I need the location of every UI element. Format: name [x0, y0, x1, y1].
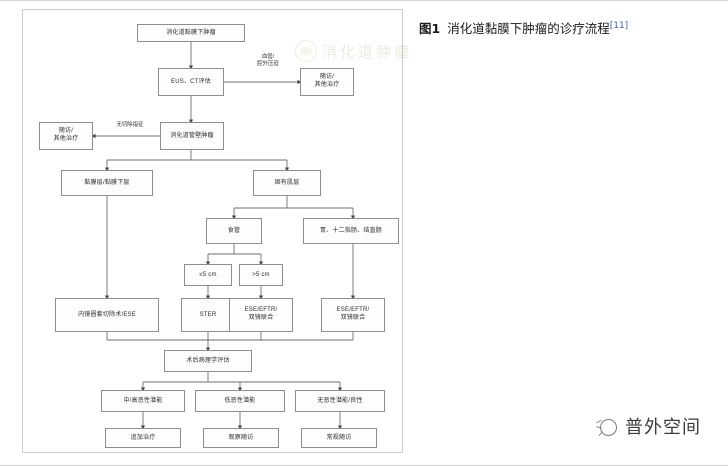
node-ese-eftr-dual-1: ESE/EFTR/ 双镜联合 [229, 298, 293, 332]
node-label: 黏膜层/黏膜下层 [84, 179, 130, 186]
node-label-line1: 随访/ [58, 128, 74, 135]
node-ster: STER [181, 298, 235, 332]
node-followup-other-1: 随访/ 其他治疗 [300, 68, 354, 96]
node-endoscopic-snare-ese: 内镜圈套切除术/ESE [55, 298, 159, 332]
node-postop-pathology: 术后病理学评估 [164, 350, 252, 372]
node-label: 无恶性潜能/良性 [317, 397, 363, 404]
node-label: 食管 [227, 227, 241, 234]
node-esophagus: 食管 [206, 218, 262, 244]
brand-logo-icon [595, 415, 618, 437]
node-low-malignant-potential: 低恶性潜能 [195, 390, 285, 412]
caption-title: 消化道黏膜下肿瘤的诊疗流程 [447, 21, 610, 36]
node-stomach-duodenum-colorectum: 胃、十二指肠、结直肠 [303, 218, 399, 244]
node-label: 消化道管壁肿瘤 [170, 132, 214, 139]
flowchart-canvas: 消化道肿瘤 消化道黏膜下肿瘤 EUS、CT评估 随访/ 其他治疗 消化道管壁肿瘤… [23, 10, 409, 452]
edge-label-vessel-extrinsic-compression: 血管/ 腔外压迫 [239, 54, 297, 68]
edge-label-line1: 血管/ [261, 54, 275, 60]
node-label: 内镜圈套切除术/ESE [78, 311, 136, 318]
node-label-line2: 双镜联合 [340, 315, 366, 321]
node-additional-treatment: 追加治疗 [105, 428, 181, 448]
node-ese-eftr-dual-2: ESE/EFTR/ 双镜联合 [321, 298, 385, 332]
node-label: >5 cm [252, 271, 270, 278]
node-label: 中/高恶性潜能 [123, 397, 163, 404]
node-label-line1: ESE/EFTR/ [336, 307, 370, 314]
node-label: 观察随访 [228, 434, 254, 441]
node-gi-wall-tumor: 消化道管壁肿瘤 [160, 122, 224, 150]
node-size-le-5cm: ≤5 cm [184, 264, 232, 286]
node-label-line2: 双镜联合 [248, 315, 274, 321]
node-label: STER [199, 311, 217, 318]
brand-text: 普外空间 [625, 417, 701, 438]
node-size-gt-5cm: >5 cm [239, 264, 283, 286]
flowchart-connectors [91, 42, 356, 430]
node-label: 常规随访 [326, 434, 352, 441]
caption-reference-link[interactable]: [11] [609, 20, 629, 31]
node-label: EUS、CT评估 [171, 78, 211, 85]
node-label-line2: 其他治疗 [314, 82, 340, 88]
node-routine-followup: 常规随访 [301, 428, 377, 448]
edge-label-line2: 腔外压迫 [257, 60, 279, 67]
node-label: ≤5 cm [199, 271, 217, 278]
node-muscularis-propria: 固有肌层 [253, 170, 321, 196]
brand-mark: 普外空间 [595, 413, 701, 439]
node-moderate-high-malignant-potential: 中/高恶性潜能 [101, 390, 185, 412]
node-mucosa-submucosa: 黏膜层/黏膜下层 [61, 170, 153, 196]
flowchart-figure: 消化道肿瘤 消化道黏膜下肿瘤 EUS、CT评估 随访/ 其他治疗 消化道管壁肿瘤… [22, 9, 409, 453]
node-label-line1: ESE/EFTR/ [244, 307, 278, 314]
node-label-line1: 随访/ [319, 74, 335, 81]
node-label: 术后病理学评估 [186, 357, 230, 364]
edge-label-line1: 无切除指征 [116, 122, 144, 128]
node-no-malignant-potential-benign: 无恶性潜能/良性 [295, 390, 385, 412]
node-followup-other-2: 随访/ 其他治疗 [39, 122, 93, 150]
node-label: 固有肌层 [274, 179, 300, 186]
figure-caption: 图1 消化道黏膜下肿瘤的诊疗流程[11] [419, 18, 628, 37]
node-label: 消化道黏膜下肿瘤 [166, 29, 216, 36]
caption-number: 图1 [419, 21, 441, 36]
node-label: 追加治疗 [130, 434, 156, 441]
node-eus-ct-assessment: EUS、CT评估 [158, 68, 224, 96]
node-submucosal-tumor: 消化道黏膜下肿瘤 [137, 24, 245, 42]
node-label-line2: 其他治疗 [53, 136, 79, 142]
brand-ring-shape [600, 419, 617, 436]
node-observation-followup: 观察随访 [203, 428, 279, 448]
node-label: 低恶性潜能 [224, 397, 256, 404]
edge-label-no-resection-indication: 无切除指征 [101, 122, 159, 129]
node-label: 胃、十二指肠、结直肠 [319, 227, 382, 234]
